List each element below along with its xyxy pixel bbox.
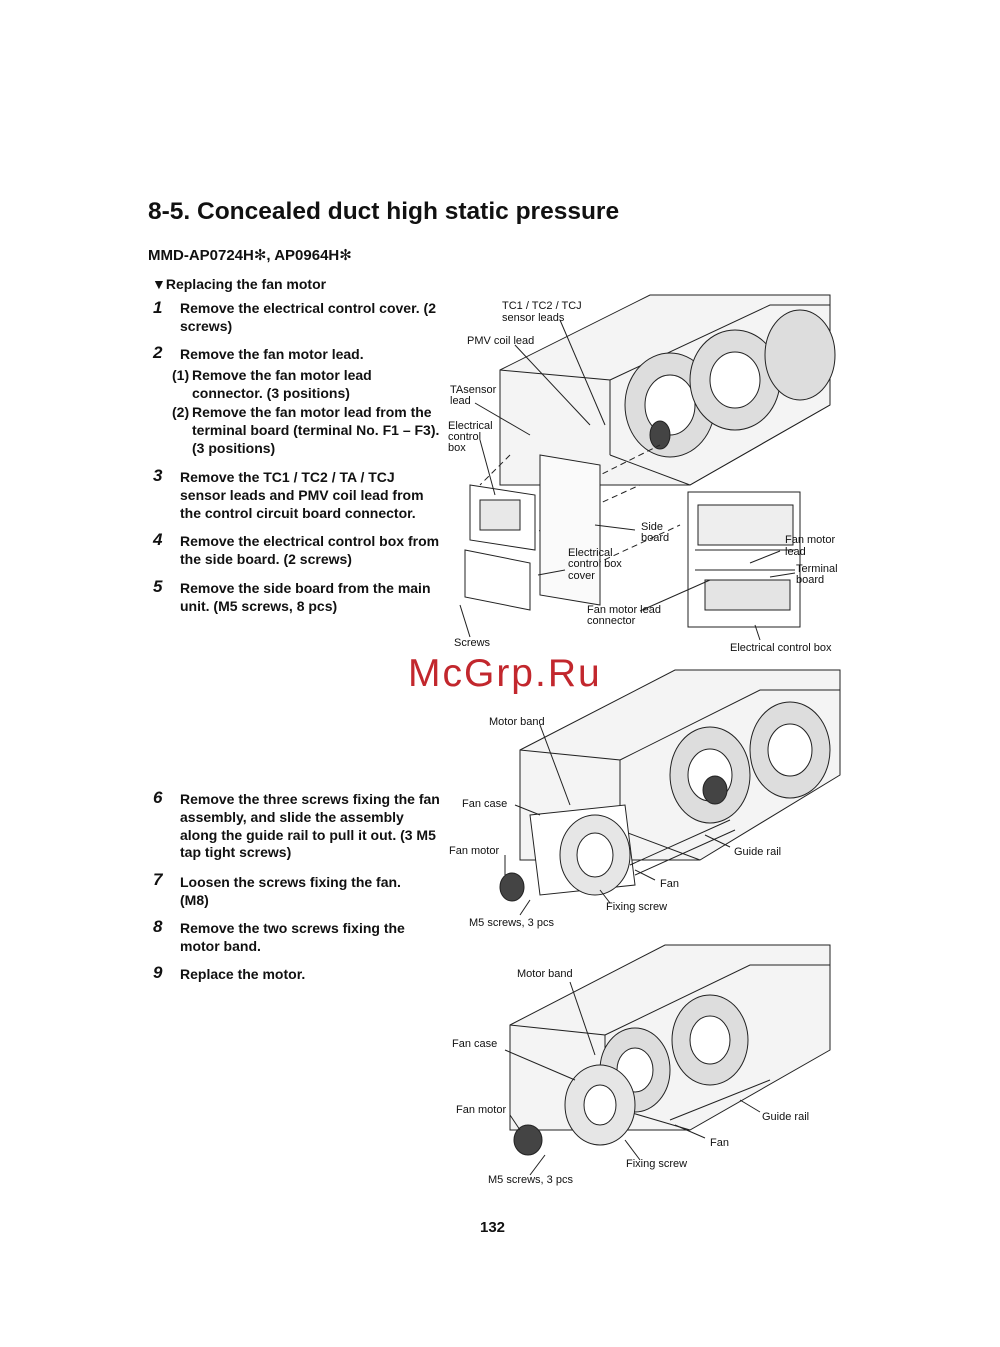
label-electrical-control-box: box xyxy=(448,442,466,454)
label-fan-case: Fan case xyxy=(462,798,508,810)
label-terminal-board: board xyxy=(796,574,825,586)
figure-fan-assembly-slide xyxy=(499,669,841,916)
label-side-board: board xyxy=(641,532,670,544)
label-electrical-control-box: control xyxy=(448,431,482,443)
label-m5-screws: M5 screws, 3 pcs xyxy=(488,1174,573,1186)
step-number: 6 xyxy=(153,788,163,807)
label-terminal-board: Terminal xyxy=(796,563,838,575)
section-title: 8-5. Concealed duct high static pressure xyxy=(148,198,620,225)
label-control-box-cover: control box xyxy=(568,558,622,570)
label-electrical-control-box-inset: Electrical control box xyxy=(730,642,832,654)
step-text: Remove the TC1 / TC2 / TA / TCJ sensor l… xyxy=(180,469,424,521)
step-text: Replace the motor. xyxy=(180,966,306,982)
label-guide-rail: Guide rail xyxy=(762,1111,810,1123)
model-heading: MMD-AP0724H✻, AP0964H✻ xyxy=(148,247,352,264)
label-fan: Fan xyxy=(660,878,679,890)
step-text: Remove the electrical control cover. (2 … xyxy=(180,300,436,334)
label-fan-motor-lead: Fan motor xyxy=(785,534,836,546)
step-number: 8 xyxy=(153,917,163,936)
figure-motor-replacement xyxy=(504,944,831,1176)
label-ta-sensor-lead: lead xyxy=(450,395,471,407)
label-tc-sensor-leads: sensor leads xyxy=(502,312,565,324)
substep-number: (1) xyxy=(172,367,190,383)
label-fan-case: Fan case xyxy=(452,1038,498,1050)
step-number: 2 xyxy=(153,343,163,362)
label-fixing-screw: Fixing screw xyxy=(626,1158,688,1170)
label-control-box-cover: cover xyxy=(568,570,595,582)
figure-unit-exploded xyxy=(459,294,836,641)
label-ta-sensor-lead: TAsensor xyxy=(450,384,497,396)
label-m5-screws: M5 screws, 3 pcs xyxy=(469,917,554,929)
step-number: 4 xyxy=(153,530,163,549)
substep-number: (2) xyxy=(172,404,190,420)
step-text: Remove the fan motor lead. xyxy=(180,346,364,362)
label-fan-motor-lead-connector: connector xyxy=(587,615,636,627)
substep-text: Remove the fan motor lead from the termi… xyxy=(192,404,440,456)
procedure-heading: ▼Replacing the fan motor xyxy=(152,276,327,292)
label-tc-sensor-leads: TC1 / TC2 / TCJ xyxy=(502,300,582,312)
step-number: 9 xyxy=(153,963,163,982)
step-text: Remove the electrical control box from t… xyxy=(180,533,440,567)
label-motor-band: Motor band xyxy=(489,716,545,728)
label-electrical-control-box: Electrical xyxy=(448,420,493,432)
page-number: 132 xyxy=(480,1219,506,1236)
label-fixing-screw: Fixing screw xyxy=(606,901,668,913)
step-number: 7 xyxy=(153,870,163,889)
substep-text: Remove the fan motor lead connector. (3 … xyxy=(192,367,372,401)
step-number: 5 xyxy=(153,577,163,596)
step-text: Remove the two screws fixing the motor b… xyxy=(180,920,405,954)
label-guide-rail: Guide rail xyxy=(734,846,782,858)
label-pmv-coil-lead: PMV coil lead xyxy=(467,335,535,347)
label-fan: Fan xyxy=(710,1137,729,1149)
step-number: 3 xyxy=(153,466,163,485)
label-motor-band: Motor band xyxy=(517,968,573,980)
step-text: Remove the three screws fixing the fan a… xyxy=(180,791,440,861)
label-screws: Screws xyxy=(454,637,491,649)
label-fan-motor: Fan motor xyxy=(456,1104,507,1116)
label-fan-motor: Fan motor xyxy=(449,845,500,857)
label-fan-motor-lead: lead xyxy=(785,546,806,558)
step-number: 1 xyxy=(153,298,163,317)
label-control-box-cover: Electrical xyxy=(568,547,613,559)
step-text: Remove the side board from the main unit… xyxy=(180,580,431,614)
label-fan-motor-lead-connector: Fan motor lead xyxy=(587,604,661,616)
label-side-board: Side xyxy=(641,521,664,533)
step-text: Loosen the screws fixing the fan. (M8) xyxy=(180,874,401,908)
watermark: McGrp.Ru xyxy=(408,652,602,695)
